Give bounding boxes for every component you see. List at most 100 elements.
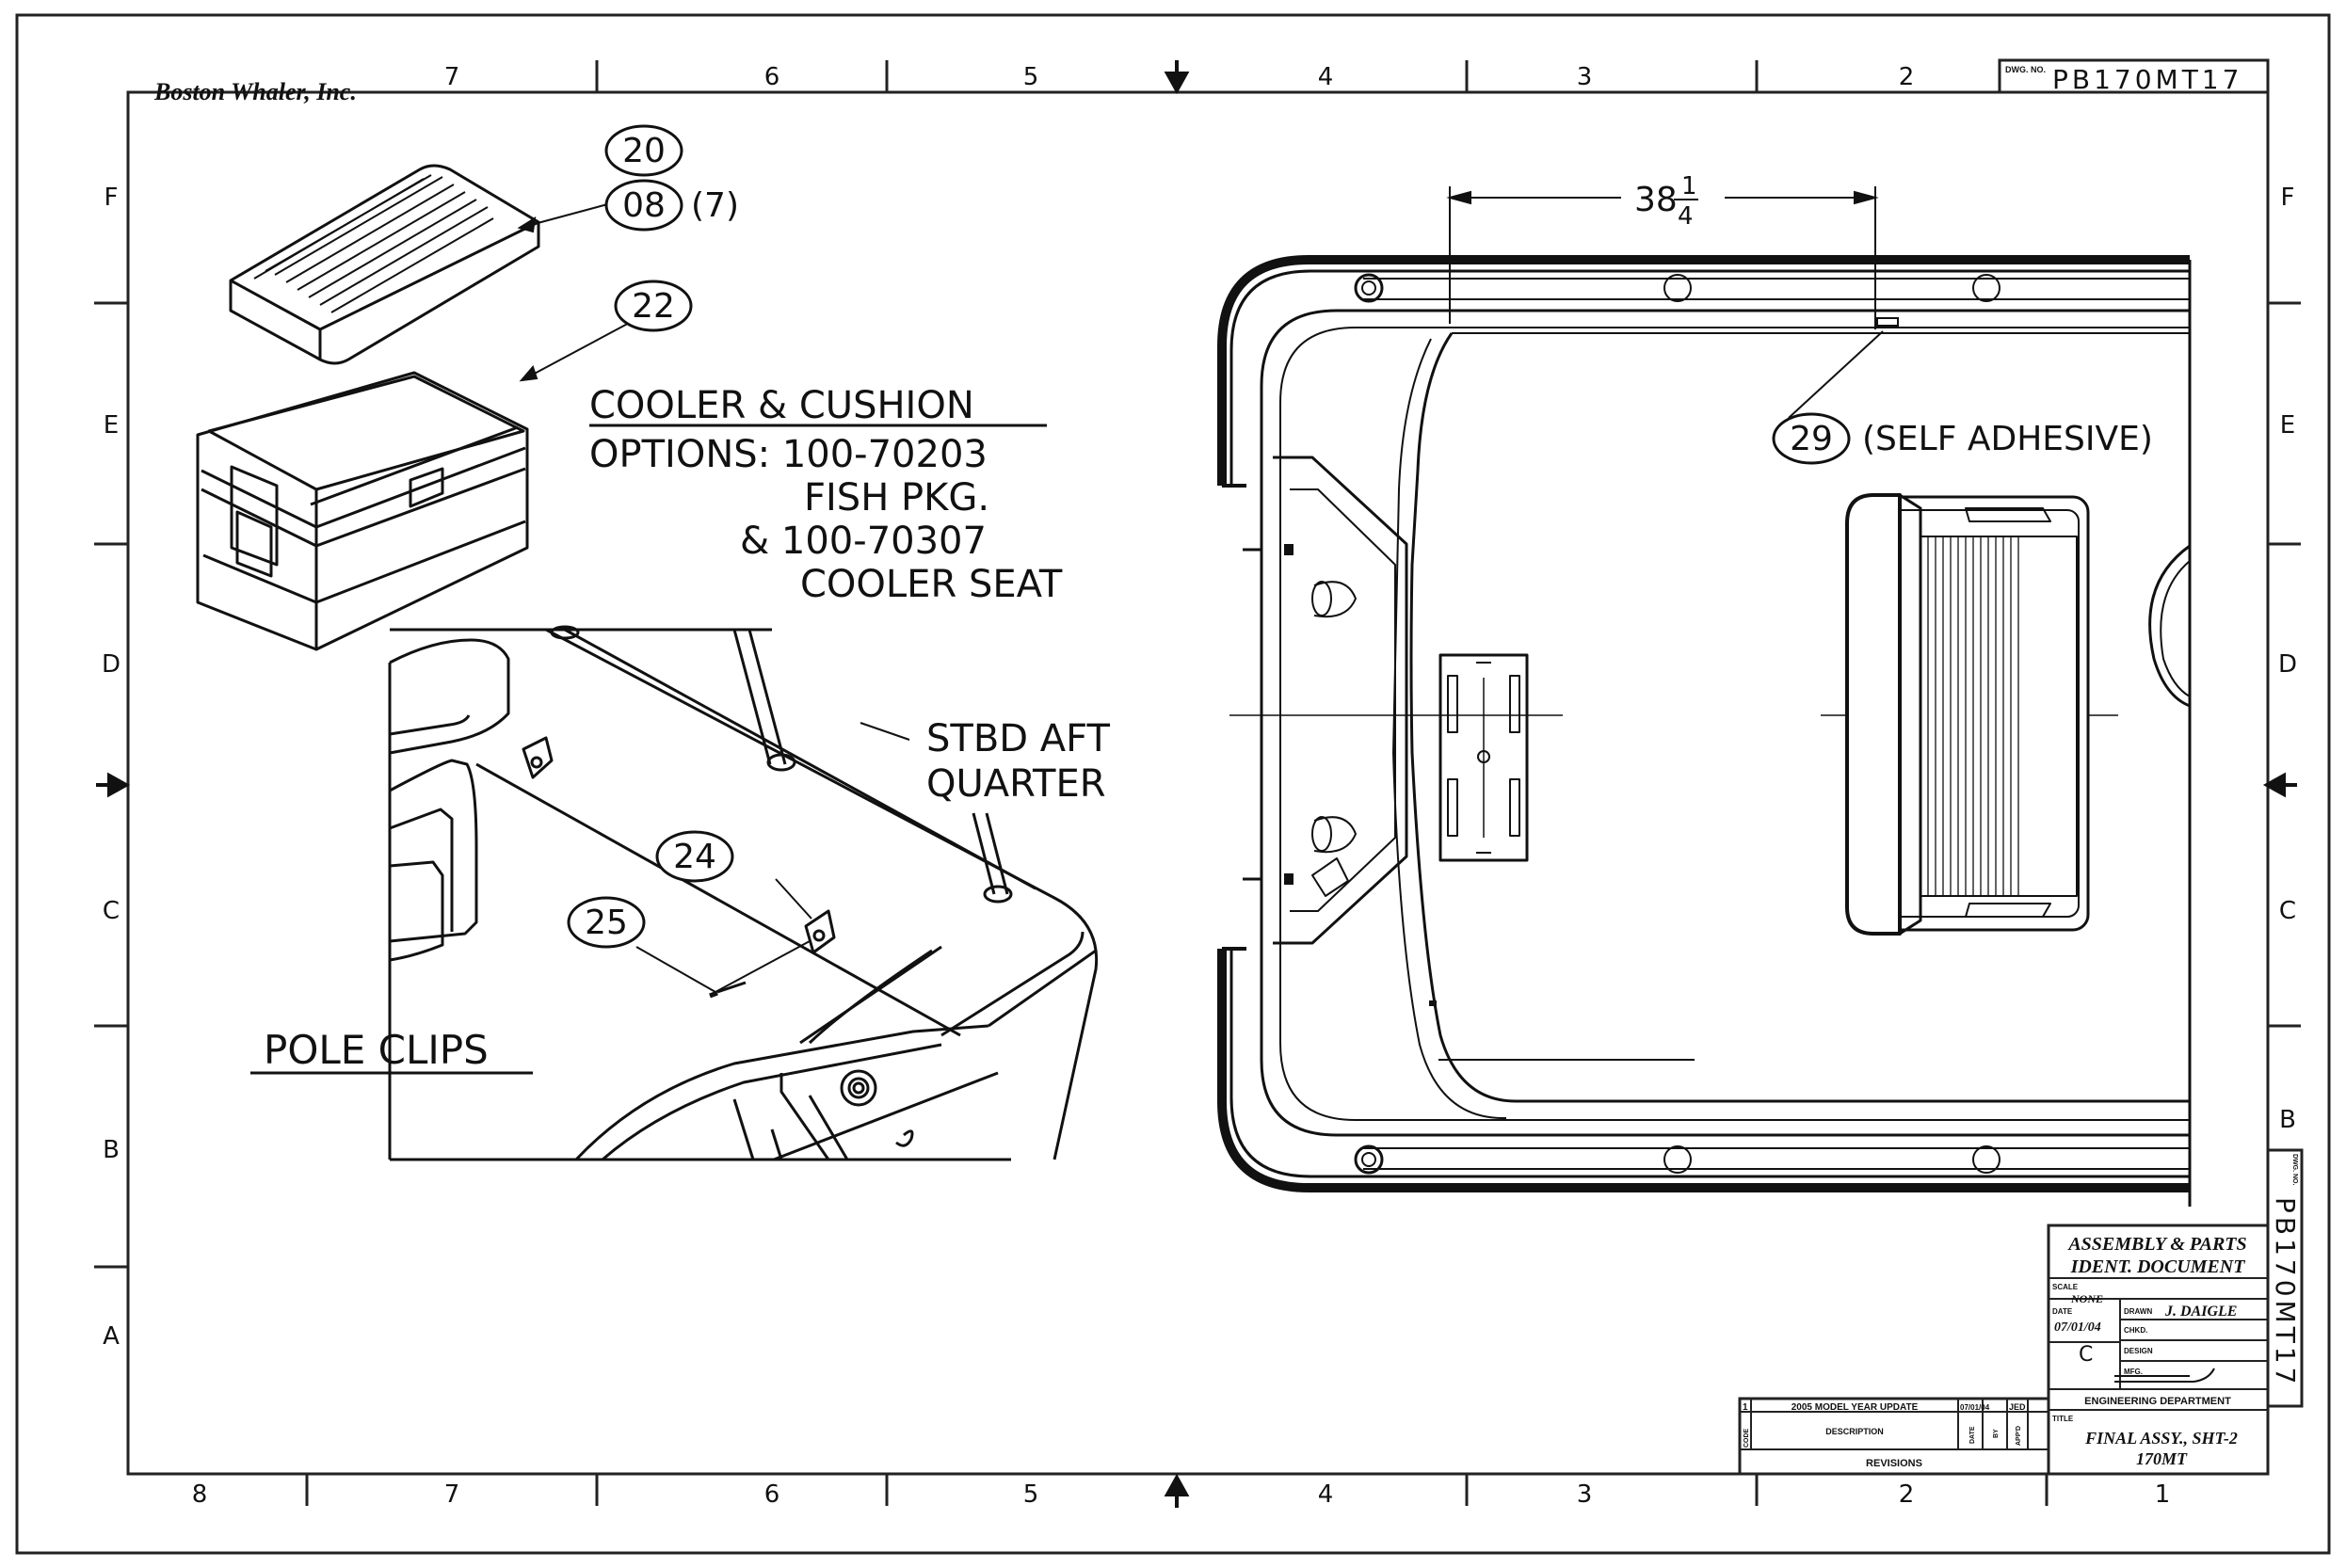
title-label: TITLE [2052,1415,2074,1423]
title-block-text: ASSEMBLY & PARTS IDENT. DOCUMENT SCALE N… [2052,1154,2301,1468]
callout-20: 20 [604,124,683,177]
dimension-text: 38 1 4 [1634,172,1698,231]
sheet-title-line2: 170MT [2136,1449,2188,1468]
revisions-footer: REVISIONS [1866,1458,1922,1469]
stbd-note-line2: QUARTER [926,762,1106,806]
zone-bottom-3: 3 [1577,1480,1593,1509]
zone-bottom-8: 8 [192,1480,208,1509]
center-arrow-right [2262,772,2297,798]
date-value: 07/01/04 [2054,1320,2101,1335]
stbd-note: STBD AFT QUARTER [926,717,1110,806]
boat-plan [1217,255,2192,1207]
dwg-no-side-label: DWG. NO. [2291,1154,2298,1185]
row-left-F: F [104,184,119,212]
row-left-C: C [103,897,120,925]
revisions-frame [1738,1397,2050,1476]
row-left-E: E [104,411,119,440]
callout-08: 08 (7) [604,179,739,232]
callout-22: 22 [614,280,693,332]
sheet-title-line1: FINAL ASSY., SHT-2 [2084,1429,2238,1448]
center-arrow-top [1164,60,1190,95]
whaler-logo [2114,1368,2215,1383]
cooler-note-line3: & 100-70307 [740,520,987,563]
zone-top-4: 4 [1318,63,1334,91]
callout-08-qty: (7) [691,186,739,225]
row-right-B: B [2279,1106,2296,1134]
engineering-dept: ENGINEERING DEPARTMENT [2084,1396,2231,1407]
chkd-label: CHKD. [2124,1326,2147,1335]
callout-24-text: 24 [673,838,716,876]
dimension-38-1-4 [1446,186,1899,329]
callout-29-leader [1788,330,1884,419]
doc-title-line1: ASSEMBLY & PARTS [2066,1234,2246,1255]
zone-bottom-5: 5 [1023,1480,1039,1509]
row-ticks [94,301,2301,1269]
zone-bottom-6: 6 [764,1480,780,1509]
desc-header: DESCRIPTION [1825,1427,1884,1436]
title-block-frame [2047,1148,2304,1476]
row-left-A: A [103,1322,120,1351]
cooler-note-line2: FISH PKG. [804,476,989,520]
cooler-note-title: COOLER & CUSHION [589,384,974,427]
date-header: DATE [1969,1426,1976,1444]
scale-value: NONE [2070,1292,2103,1305]
design-label: DESIGN [2124,1347,2153,1355]
cushion-drawing [229,164,540,365]
callout-08-text: 08 [622,186,666,225]
pole-clips-note: POLE CLIPS [264,1027,489,1073]
dwg-no-side: PB170MT17 [2270,1197,2301,1387]
dimension-whole: 38 [1634,181,1678,219]
dwg-no-top: PB170MT17 [2052,64,2242,95]
code-header: CODE [1743,1428,1750,1448]
revision-code: 1 [1743,1402,1748,1413]
zone-top-5: 5 [1023,63,1039,91]
center-arrow-left [96,772,131,798]
cooler-note-line1: OPTIONS: 100-70203 [589,433,988,476]
scale-label: SCALE [2052,1283,2079,1291]
callout-29-text: 29 [1790,420,1833,458]
dimension-denominator: 4 [1678,202,1694,231]
zone-bottom-4: 4 [1318,1480,1334,1509]
date-label: DATE [2052,1307,2073,1316]
cooler-note: COOLER & CUSHION OPTIONS: 100-70203 FISH… [589,384,1063,606]
row-right-F: F [2281,184,2295,212]
dimension-numerator: 1 [1681,172,1697,200]
outer-border [15,13,2331,1555]
callout-20-text: 20 [622,132,666,170]
revisions-text: 1 2005 MODEL YEAR UPDATE 07/01/04 JED DE… [1743,1402,2026,1469]
top-zone-ticks [595,60,1759,92]
drawn-value: J. DAIGLE [2164,1304,2237,1320]
row-right-D: D [2278,650,2297,679]
callout-25-text: 25 [585,904,628,942]
callout-29: 29 (SELF ADHESIVE) [1772,412,2153,465]
zone-top-6: 6 [764,63,780,91]
cooler-note-line4: COOLER SEAT [800,563,1063,606]
center-arrow-bottom [1164,1473,1190,1508]
row-right-C: C [2279,897,2296,925]
row-left-D: D [102,650,121,679]
rev-letter: C [2079,1343,2093,1367]
stbd-leaders [635,722,910,993]
zone-bottom-2: 2 [1899,1480,1915,1509]
revision-description: 2005 MODEL YEAR UPDATE [1792,1402,1919,1413]
zone-bottom-1: 1 [2155,1480,2171,1509]
cooler-drawing [196,371,529,651]
zone-top-3: 3 [1577,63,1593,91]
revision-date: 07/01/04 [1960,1403,1990,1412]
by-header: BY [1993,1429,2000,1438]
doc-title-line2: IDENT. DOCUMENT [2070,1256,2246,1277]
bottom-zone-ticks [305,1474,2049,1506]
row-left-B: B [103,1136,120,1164]
zone-top-7: 7 [444,63,460,91]
drawn-label: DRAWN [2124,1307,2152,1316]
company-name: Boston Whaler, Inc. [153,78,357,105]
appd-header: APP'D [2016,1426,2022,1446]
stbd-detail [388,625,1099,1161]
mfg-label: MFG. [2124,1368,2143,1376]
zone-top-2: 2 [1899,63,1915,91]
zone-bottom-7: 7 [444,1480,460,1509]
revision-by: JED [2009,1402,2026,1412]
dwg-no-label: DWG. NO. [2005,65,2046,74]
row-right-E: E [2280,411,2295,440]
